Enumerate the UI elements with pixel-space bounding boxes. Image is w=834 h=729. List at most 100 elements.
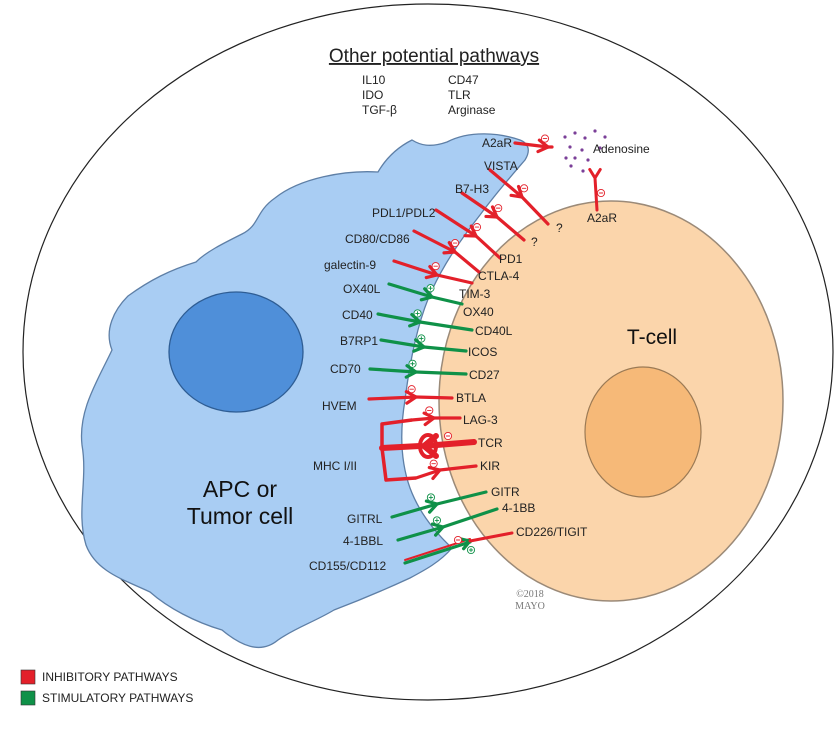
receptor-fork-a2ar-tcell <box>588 167 602 180</box>
adenosine-dot-11 <box>569 164 573 168</box>
pathways-title: Other potential pathways <box>329 46 539 67</box>
copyright-year: ©2018 <box>516 589 544 600</box>
label-gitrl: GITRL <box>347 512 383 526</box>
label-cd27: CD27 <box>469 368 500 382</box>
label-lag-3: LAG-3 <box>463 413 498 427</box>
ligand-hvem <box>367 395 418 401</box>
label-ctla-4: CTLA-4 <box>478 269 520 283</box>
receptor-stem-tigit <box>468 531 514 543</box>
ligand-kir <box>414 468 442 480</box>
label-pdl1-pdl2: PDL1/PDL2 <box>372 206 436 220</box>
ligand-cd155-green <box>403 540 472 565</box>
label-4-1bb: 4-1BB <box>502 501 535 515</box>
label-galectin-9: galectin-9 <box>324 258 376 272</box>
label-cd80-cd86: CD80/CD86 <box>345 232 410 246</box>
receptor-stem-cd80 <box>453 250 481 274</box>
adenosine-dot-9 <box>564 156 568 160</box>
receptor-stem-ox40l <box>430 295 464 306</box>
label-gitr: GITR <box>491 485 520 499</box>
legend-stimulatory-label: STIMULATORY PATHWAYS <box>42 691 193 705</box>
receptor-stem-cd40 <box>418 320 474 332</box>
receptor-stem-a2ar-tcell <box>593 176 599 212</box>
label-icos: ICOS <box>468 345 497 359</box>
receptor-stem-cd70 <box>414 370 468 376</box>
ligand-pdl <box>434 208 478 238</box>
receptor-stem-vista <box>520 195 550 226</box>
label-btla: BTLA <box>456 391 486 405</box>
label-question-1: ? <box>556 221 563 235</box>
adenosine-dot-5 <box>568 145 572 149</box>
label-b7-h3: B7-H3 <box>455 182 489 196</box>
label-cd155-cd112: CD155/CD112 <box>309 559 386 573</box>
apc-label-line1: APC or <box>203 476 277 502</box>
receptor-stem-gitrl <box>435 490 488 506</box>
adenosine-dot-1 <box>573 131 577 135</box>
ligand-gitrl <box>390 502 439 519</box>
ligand-cd70 <box>368 367 418 374</box>
label-tim-3: TIM-3 <box>459 287 491 301</box>
adenosine-dot-6 <box>580 148 584 152</box>
receptor-stem-b7rp1 <box>422 345 468 353</box>
label-vista: VISTA <box>484 159 518 173</box>
pathway-il10: IL10 <box>362 73 386 87</box>
adenosine-dot-0 <box>563 135 567 139</box>
t-cell-label: T-cell <box>627 326 677 349</box>
receptor-stem-galectin <box>435 273 474 285</box>
ligand-cd80 <box>412 229 457 254</box>
label-cd40l: CD40L <box>475 324 513 338</box>
label-b7rp1: B7RP1 <box>340 334 378 348</box>
receptor-stem-kir <box>438 464 478 472</box>
adenosine-dot-3 <box>593 129 597 133</box>
pathway-ido: IDO <box>362 88 383 102</box>
receptor-stem-b7-h3 <box>495 215 526 242</box>
ligand-ox40l <box>387 282 434 299</box>
label-ox40: OX40 <box>463 305 494 319</box>
receptor-ligand-pairs <box>367 134 606 565</box>
pathway-tgf-beta: TGF-β <box>362 103 397 117</box>
label-adenosine: Adenosine <box>593 142 650 156</box>
mhc-bracket-lower <box>380 447 417 482</box>
receptor-stem-tcr <box>421 439 477 449</box>
ligand-b7-h3 <box>460 191 499 219</box>
label-question-2: ? <box>531 235 538 249</box>
pathway-cd47: CD47 <box>448 73 479 87</box>
label-kir: KIR <box>480 459 500 473</box>
ligand-lag3 <box>410 416 436 422</box>
label-4-1bbl: 4-1BBL <box>343 534 383 548</box>
legend-inhibitory-label: INHIBITORY PATHWAYS <box>42 670 178 684</box>
label-ox40l: OX40L <box>343 282 381 296</box>
adenosine-dot-8 <box>586 158 590 162</box>
legend-stimulatory-swatch <box>20 690 36 706</box>
label-cd226-tigit: CD226/TIGIT <box>516 525 588 539</box>
adenosine-molecules <box>563 129 607 173</box>
ligand-cd40 <box>376 312 422 324</box>
tcr-complex-ring <box>418 433 438 459</box>
ligand-vista <box>488 168 524 199</box>
label-hvem: HVEM <box>322 399 357 413</box>
label-pd1: PD1 <box>499 252 523 266</box>
apc-nucleus <box>168 291 304 413</box>
copyright-owner: MAYO <box>515 601 545 612</box>
label-a2ar-apc: A2aR <box>482 136 512 150</box>
legend-inhibitory-swatch <box>20 669 36 685</box>
adenosine-dot-12 <box>581 169 585 173</box>
ligand-mhc-tcr <box>379 443 423 451</box>
adenosine-dot-10 <box>598 146 602 150</box>
ligand-b7rp1 <box>379 338 426 349</box>
label-cd70: CD70 <box>330 362 361 376</box>
ligand-a2ar-apc <box>513 141 550 149</box>
t-cell-nucleus <box>584 366 702 498</box>
receptor-stem-hvem <box>414 395 454 400</box>
pathway-arginase: Arginase <box>448 103 496 117</box>
adenosine-dot-2 <box>583 136 587 140</box>
label-a2ar-tcell: A2aR <box>587 211 617 225</box>
ligand-bbl <box>396 525 445 542</box>
pathway-tlr: TLR <box>448 88 471 102</box>
label-cd40: CD40 <box>342 308 373 322</box>
label-tcr: TCR <box>478 436 503 450</box>
receptor-stem-pdl <box>474 234 502 260</box>
label-mhc: MHC I/II <box>313 459 357 473</box>
adenosine-dot-4 <box>603 135 607 139</box>
apc-label-line2: Tumor cell <box>187 503 294 529</box>
